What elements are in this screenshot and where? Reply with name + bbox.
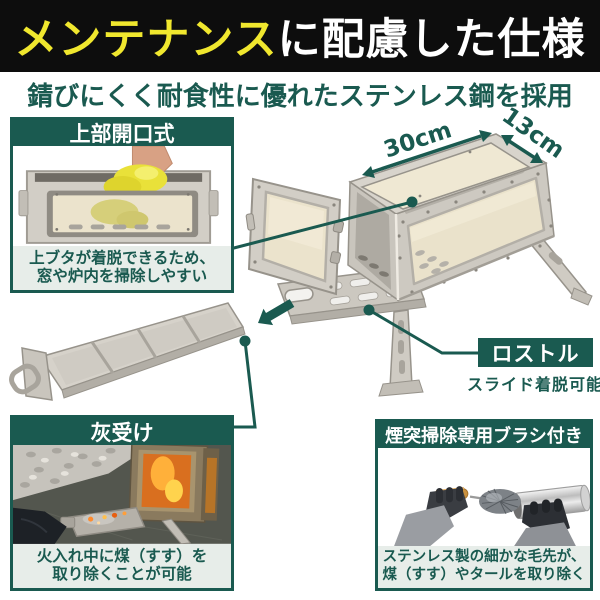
feature-chimney-brush-photo [378, 448, 590, 547]
stove-top-opening [348, 133, 548, 301]
feature-ash-pan-photo [13, 445, 231, 544]
ash-tray-illustration [9, 302, 246, 401]
cleaning-photo-illustration [13, 146, 231, 246]
banner: メンテナンスに配慮した仕様 [0, 0, 600, 72]
banner-rest-text: に配慮した仕様 [277, 15, 586, 65]
slide-out-arrow-icon [258, 299, 295, 326]
feature-chimney-brush-title: 煙突掃除専用ブラシ付き [378, 422, 590, 448]
caption-line: 煤（すす）やタールを取り除く [382, 566, 586, 583]
callout-ash-pan [230, 335, 257, 429]
callout-rostle [363, 304, 480, 355]
caption-line: 火入れ中に煤（すす）を [36, 546, 208, 565]
rostle-label: ロストル [478, 338, 593, 367]
feature-ash-pan-caption: 火入れ中に煤（すす）を 取り除くことが可能 [13, 543, 231, 588]
feature-top-opening: 上部開口式 [10, 117, 234, 293]
brush-photo-illustration [378, 448, 590, 547]
brush-head [479, 488, 521, 514]
left-glove [394, 486, 468, 547]
feature-chimney-brush-caption: ステンレス製の細かな毛先が、 煤（すす）やタールを取り除く [378, 546, 590, 588]
feature-chimney-brush: 煙突掃除専用ブラシ付き [375, 419, 593, 591]
caption-line: 上ブタが着脱できるため、 [29, 248, 215, 267]
caption-line: ステンレス製の細かな毛先が、 [382, 549, 586, 566]
feature-top-opening-caption: 上ブタが着脱できるため、 窓や炉内を掃除しやすい [13, 245, 231, 290]
feature-ash-pan-title: 灰受け [13, 418, 231, 445]
stove-door [245, 177, 345, 296]
caption-line: 窓や炉内を掃除しやすい [36, 267, 208, 286]
banner-highlight-text: メンテナンス [14, 15, 278, 65]
feature-top-opening-photo [13, 146, 231, 246]
subtitle: 錆びにくく耐食性に優れたステンレス鋼を採用 [27, 82, 573, 112]
caption-line: 取り除くことが可能 [52, 565, 192, 584]
stove-legs [378, 237, 593, 397]
feature-ash-pan: 灰受け [10, 415, 234, 591]
right-glove [514, 498, 576, 547]
feature-top-opening-title: 上部開口式 [13, 120, 231, 146]
callout-top-opening [229, 196, 418, 251]
rostle-note: スライド着脱可能 [466, 375, 600, 394]
stove-front-face [395, 161, 555, 302]
fire-photo-illustration [13, 445, 231, 544]
